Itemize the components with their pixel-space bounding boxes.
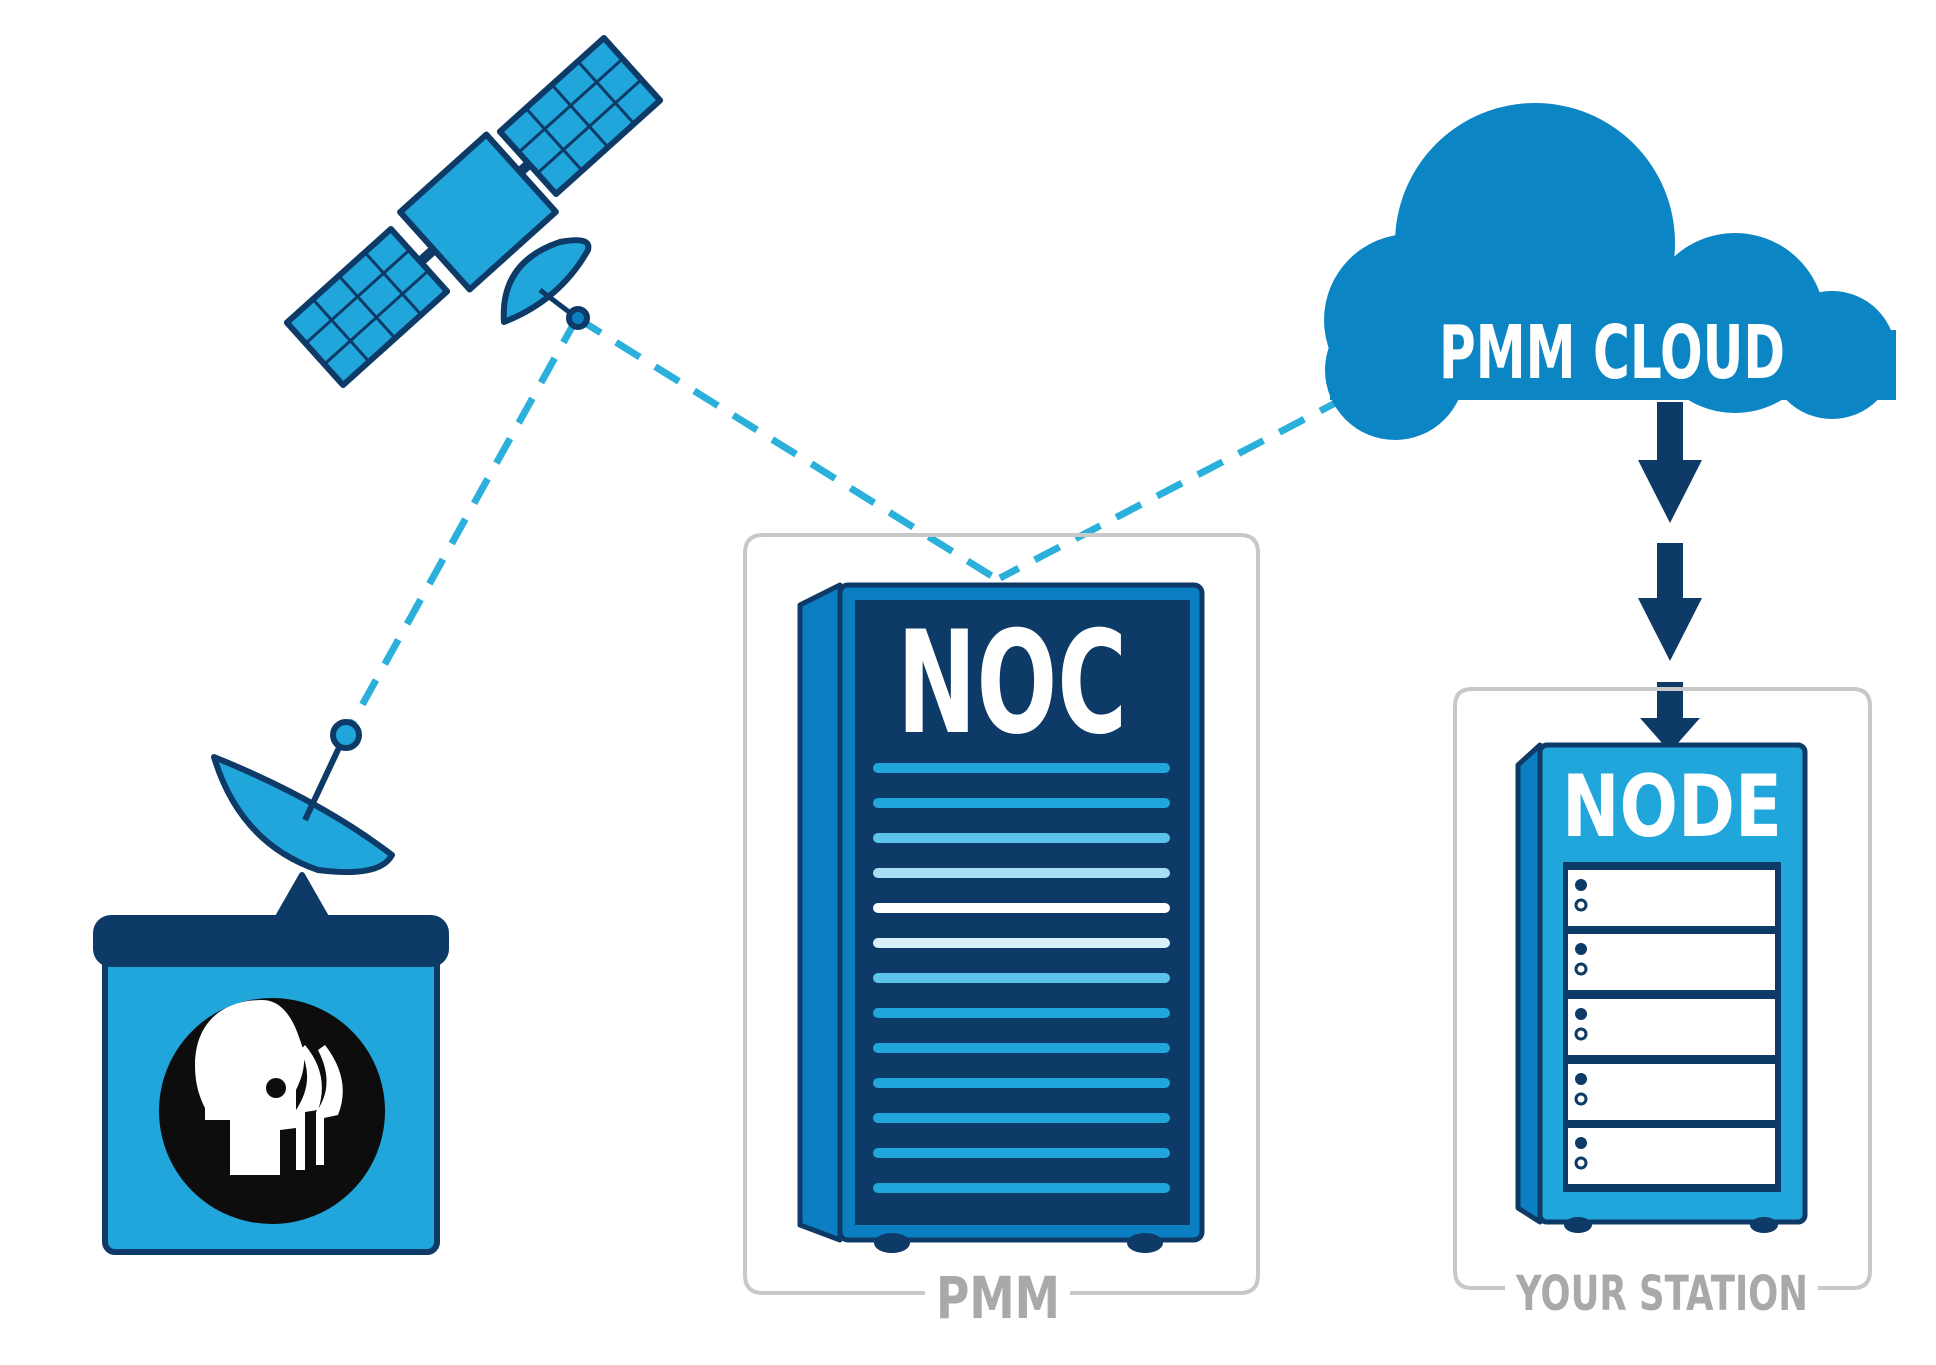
link-cloud-to-noc: [998, 394, 1347, 582]
satellite-dish-icon: [211, 719, 395, 920]
link-satellite-to-dish: [342, 316, 581, 736]
pmm-group: PMM NOC: [743, 533, 1260, 1332]
station-roof: [93, 915, 449, 967]
connection-lines: [342, 315, 1347, 736]
satellite-icon: [283, 34, 664, 389]
station-frame: [1453, 687, 1872, 1290]
arrow-down-icon: [1638, 402, 1702, 523]
download-arrows: [1638, 402, 1702, 752]
ground-station: [93, 719, 449, 1255]
arrow-down-icon: [1640, 682, 1700, 752]
node-drive-bays: [1563, 862, 1781, 1192]
arrow-down-icon: [1638, 543, 1702, 661]
station-group: YOUR STATION NODE: [1453, 687, 1872, 1322]
pmm-frame: [743, 533, 1260, 1295]
server-rack-icon: NOC: [797, 582, 1205, 1253]
link-satellite-to-noc: [575, 315, 997, 581]
cloud-icon: [1324, 103, 1896, 440]
server-rack-icon: NODE: [1515, 742, 1808, 1233]
pmm-label: PMM: [936, 1264, 1060, 1332]
pbs-logo-icon: [159, 998, 385, 1224]
noc-label: NOC: [897, 601, 1127, 766]
cloud-label: PMM CLOUD: [1439, 310, 1785, 396]
station-label: YOUR STATION: [1515, 1266, 1808, 1322]
node-label: NODE: [1562, 757, 1782, 857]
